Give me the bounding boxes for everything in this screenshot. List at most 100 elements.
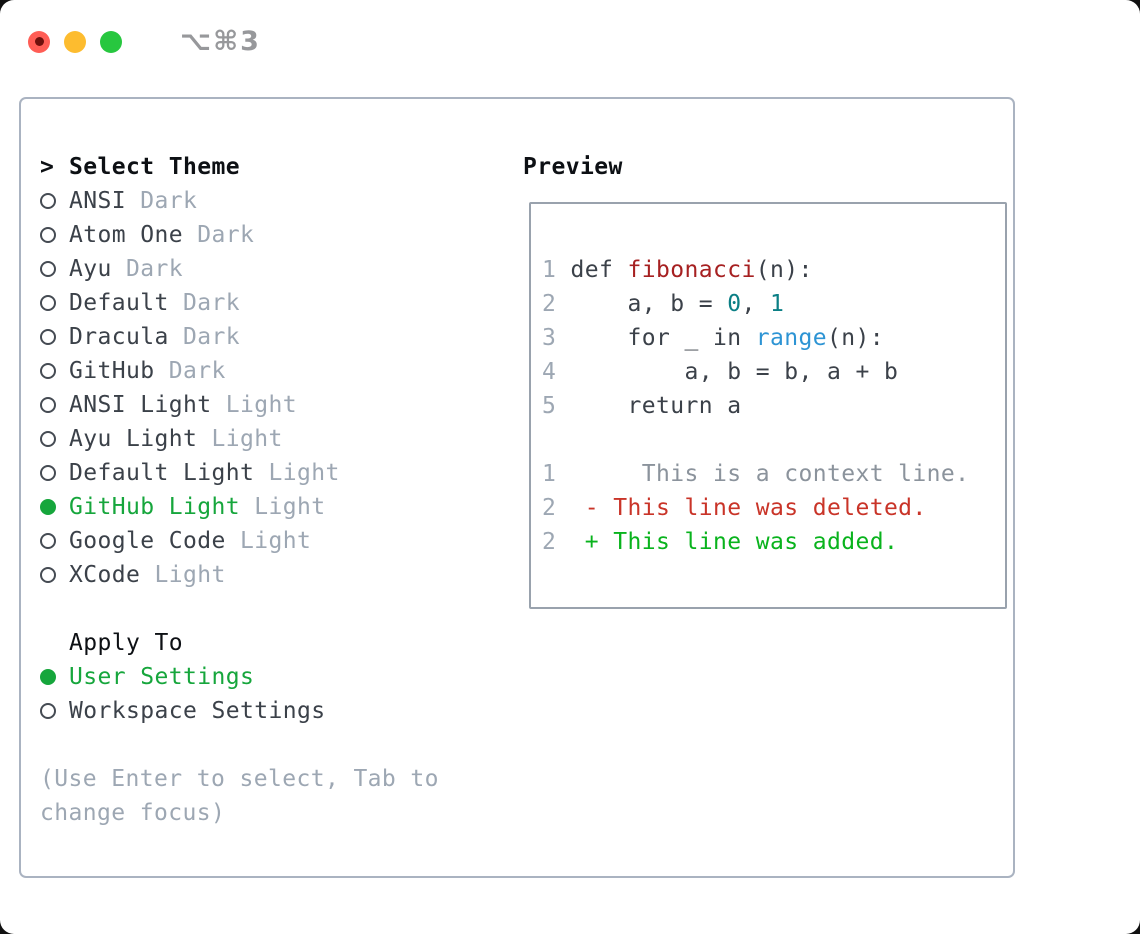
theme-option-ansi-dark[interactable]: ANSI Dark (40, 184, 439, 218)
theme-option-ansi-light-light[interactable]: ANSI Light Light (40, 388, 439, 422)
radio-marker (40, 363, 69, 379)
theme-option-google-code-light[interactable]: Google Code Light (40, 524, 439, 558)
theme-name: GitHub Light (69, 494, 240, 520)
radio-marker (40, 261, 69, 277)
radio-marker (40, 397, 69, 413)
theme-variant-badge: Light (197, 426, 283, 452)
code-segment-code: def (570, 257, 628, 283)
code-segment-code: (n): (755, 257, 813, 283)
radio-marker (40, 431, 69, 447)
radio-icon (40, 397, 56, 413)
theme-name: Atom One (69, 222, 183, 248)
radio-marker (40, 703, 69, 719)
code-segment-code: return a (570, 393, 742, 419)
theme-name: Dracula (69, 324, 169, 350)
theme-name: Default Light (69, 460, 255, 486)
code-segment-code: , (741, 291, 770, 317)
apply-option-label: Workspace Settings (69, 698, 326, 724)
theme-variant-badge: Dark (111, 256, 183, 282)
radio-marker (40, 669, 69, 685)
theme-variant-badge: Dark (126, 188, 198, 214)
code-segment-number: 1 (769, 291, 785, 317)
radio-icon (40, 329, 56, 345)
window-shortcut-label: ⌥⌘3 (180, 26, 261, 57)
radio-selected-icon (40, 669, 56, 685)
spacer (40, 592, 439, 626)
code-line: 3 for _ in range(n): (542, 321, 1001, 355)
theme-variant-badge: Light (211, 392, 297, 418)
theme-option-ayu-light-light[interactable]: Ayu Light Light (40, 422, 439, 456)
radio-marker (40, 567, 69, 583)
theme-variant-badge: Light (239, 494, 326, 520)
code-segment-code: a, b = b, a + b (570, 359, 899, 385)
radio-marker (40, 227, 69, 243)
theme-variant-badge: Dark (168, 290, 240, 316)
radio-icon (40, 465, 56, 481)
theme-option-xcode-light[interactable]: XCode Light (40, 558, 439, 592)
theme-name: Ayu (69, 256, 112, 282)
theme-name: XCode (69, 562, 141, 588)
theme-option-dracula-dark[interactable]: Dracula Dark (40, 320, 439, 354)
diff-deleted-line: 2 - This line was deleted. (542, 491, 1001, 525)
theme-option-github-dark[interactable]: GitHub Dark (40, 354, 439, 388)
theme-menu-title: Select Theme (69, 154, 240, 180)
close-dot-icon (34, 37, 44, 46)
code-segment-builtin: range (755, 325, 827, 351)
code-segment-deleted: - This line was deleted. (570, 495, 927, 521)
line-number: 1 (542, 461, 557, 487)
theme-option-default-light-light[interactable]: Default Light Light (40, 456, 439, 490)
theme-variant-badge: Dark (182, 222, 255, 248)
diff-added-line: 2 + This line was added. (542, 525, 1001, 559)
theme-variant-badge: Light (140, 562, 226, 588)
code-line: 2 a, b = 0, 1 (542, 287, 1001, 321)
radio-marker (40, 533, 69, 549)
radio-marker (40, 295, 69, 311)
theme-name: ANSI Light (69, 392, 212, 418)
radio-marker (40, 499, 69, 515)
hint-text-line-1: (Use Enter to select, Tab to (40, 766, 439, 792)
radio-icon (40, 567, 56, 583)
radio-icon (40, 261, 56, 277)
radio-marker (40, 193, 69, 209)
apply-option-user-settings[interactable]: User Settings (40, 660, 439, 694)
code-segment-added: + This line was added. (570, 529, 899, 555)
theme-name: Ayu Light (69, 426, 198, 452)
code-segment-code: (n): (826, 325, 884, 351)
code-segment-code: for _ in (570, 325, 756, 351)
code-line: 1 def fibonacci(n): (542, 253, 1001, 287)
preview-title: Preview (523, 154, 623, 180)
apply-option-label: User Settings (69, 664, 255, 690)
hint-text-line-2: change focus) (40, 800, 226, 826)
theme-option-atom-one-dark[interactable]: Atom One Dark (40, 218, 439, 252)
theme-name: Google Code (69, 528, 226, 554)
blank-line (542, 423, 1001, 457)
radio-icon (40, 533, 56, 549)
theme-option-default-dark[interactable]: Default Dark (40, 286, 439, 320)
line-number: 1 (542, 257, 557, 283)
theme-variant-badge: Dark (168, 324, 240, 350)
theme-menu-header: > Select Theme (40, 150, 439, 184)
prompt-icon: > (40, 154, 55, 180)
zoom-button[interactable] (100, 30, 122, 53)
close-button[interactable] (28, 30, 50, 53)
code-segment-number: 0 (727, 291, 742, 317)
diff-context-line: 1 This is a context line. (542, 457, 1001, 491)
apply-to-title: Apply To (69, 630, 183, 656)
theme-variant-badge: Dark (154, 358, 226, 384)
line-number: 2 (542, 291, 557, 317)
line-number: 4 (542, 359, 557, 385)
theme-name: ANSI (69, 188, 126, 214)
theme-option-github-light-light[interactable]: GitHub Light Light (40, 490, 439, 524)
theme-option-ayu-dark[interactable]: Ayu Dark (40, 252, 439, 286)
minimize-button[interactable] (64, 30, 86, 53)
apply-option-workspace-settings[interactable]: Workspace Settings (40, 694, 439, 728)
radio-selected-icon (40, 499, 56, 515)
line-number: 5 (542, 393, 557, 419)
line-number: 2 (542, 495, 557, 521)
